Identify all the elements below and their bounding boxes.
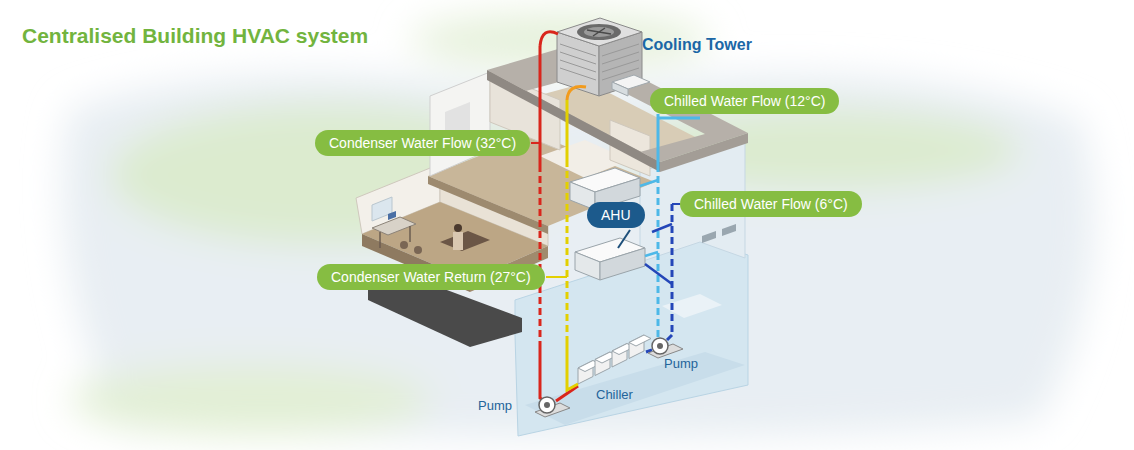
equipment-label: Pump — [478, 398, 512, 413]
right-wall — [722, 224, 736, 236]
duct — [612, 82, 628, 96]
diagram-title: Centralised Building HVAC system — [22, 24, 368, 48]
condenser-pipe — [546, 276, 567, 278]
lower-room — [453, 232, 463, 250]
condenser-pipe — [567, 87, 586, 100]
lower-room — [440, 231, 490, 251]
roof — [660, 133, 748, 172]
cooling-tower-symbol — [557, 18, 642, 46]
condenser-pipe — [566, 160, 569, 340]
chiller-symbol — [629, 335, 651, 346]
air-handling-unit — [570, 168, 645, 280]
chilled-water-pipe — [658, 117, 700, 120]
flow-label: Chilled Water Flow (12°C) — [650, 88, 839, 114]
pump-symbol — [535, 338, 683, 417]
cooling-tower-symbol — [577, 24, 621, 40]
lower-room — [400, 241, 408, 249]
equipment-label: Cooling Tower — [642, 36, 752, 54]
equipment-label: Chiller — [596, 387, 633, 402]
cooling-tower-symbol — [584, 27, 614, 37]
duct — [612, 75, 650, 96]
ground-base — [368, 280, 522, 347]
flow-label: Chilled Water Flow (6°C) — [680, 191, 862, 217]
chilled-water-pipe — [645, 252, 658, 256]
air-handling-unit — [600, 248, 645, 280]
lower-room — [409, 226, 411, 242]
chilled-water-pipe — [640, 180, 658, 186]
equipment-label: AHU — [587, 202, 645, 228]
basement — [515, 240, 748, 436]
background-wash — [62, 12, 1094, 438]
basement — [525, 352, 745, 425]
background-wash — [70, 365, 430, 435]
node-text: Condenser Water Flow (32°C) — [329, 134, 516, 152]
node-text: Condenser Water Return (27°C) — [331, 268, 531, 286]
condenser-pipe — [540, 32, 558, 46]
lower-room — [454, 224, 462, 232]
node-text: Chilled Water Flow (12°C) — [664, 92, 825, 110]
pump-symbol — [544, 402, 550, 408]
pump-symbol — [657, 343, 663, 349]
equipment-label: Pump — [664, 356, 698, 371]
chilled-water-pipe — [657, 114, 660, 165]
condenser-pipe — [531, 32, 586, 401]
basement — [515, 240, 748, 436]
chilled-water-pipe — [652, 224, 672, 232]
flow-label: Condenser Water Return (27°C) — [317, 264, 545, 290]
condenser-pipe — [531, 142, 540, 144]
node-text: AHU — [601, 206, 631, 224]
middle-floor — [428, 176, 548, 234]
air-handling-unit — [575, 252, 600, 280]
flow-label: Condenser Water Flow (32°C) — [315, 130, 530, 156]
upper-rooms — [430, 72, 490, 176]
right-wall — [702, 231, 716, 243]
lower-room — [388, 211, 396, 220]
chilled-water-pipe — [618, 230, 630, 248]
cooling-tower-symbol — [560, 44, 639, 80]
cooling-tower-symbol — [587, 28, 611, 36]
lower-room — [379, 232, 381, 248]
lower-room — [414, 246, 422, 254]
condenser-pipe — [566, 100, 569, 160]
ground-base — [368, 280, 522, 347]
chiller-symbol — [578, 335, 651, 384]
chilled-water-pipe — [667, 335, 672, 340]
node-text: Chilled Water Flow (6°C) — [694, 195, 848, 213]
pump-symbol — [652, 338, 668, 354]
background-wash — [62, 74, 1094, 438]
chilled-water-pipe — [645, 264, 672, 284]
chilled-water-pipe — [618, 114, 700, 352]
condenser-pipe — [567, 340, 578, 390]
condenser-pipe — [540, 345, 543, 400]
condenser-pipe — [539, 46, 542, 165]
condenser-pipe — [539, 165, 542, 345]
pump-symbol — [539, 397, 555, 413]
